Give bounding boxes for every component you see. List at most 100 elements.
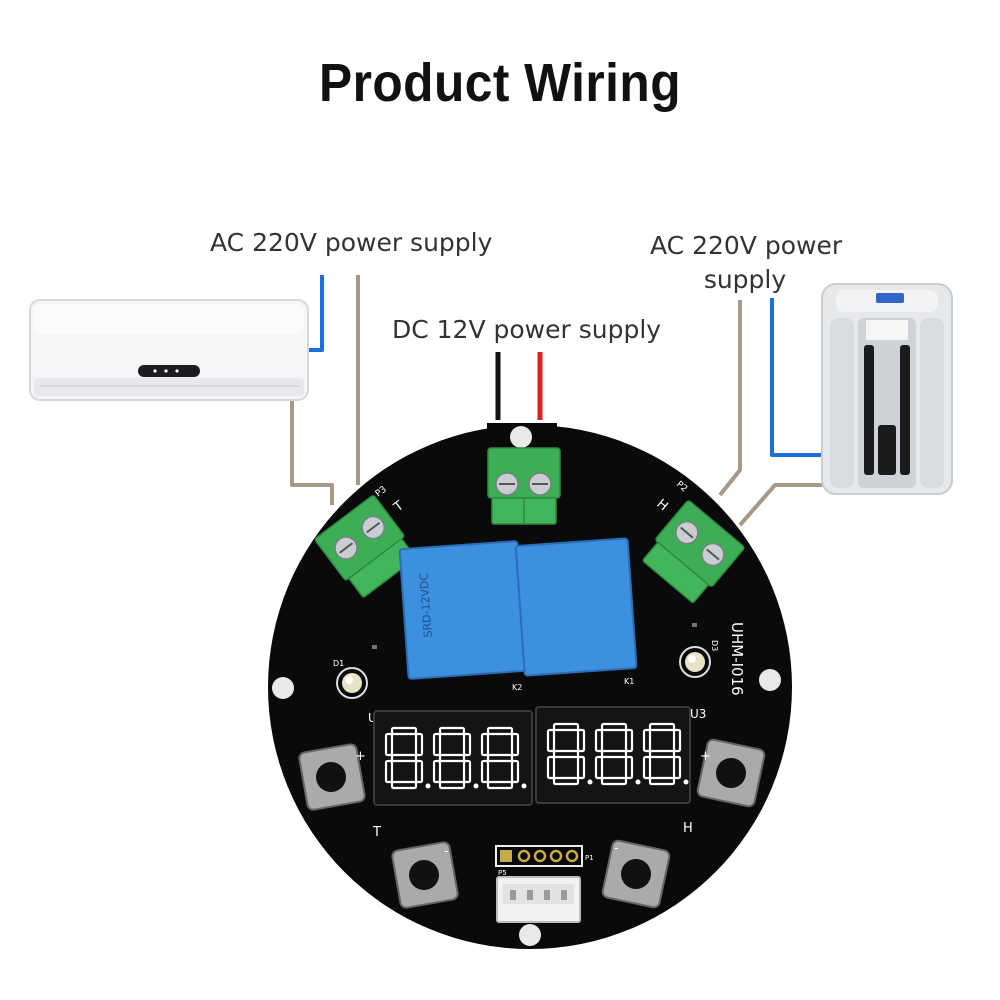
- mount-hole-bottom: [519, 924, 541, 946]
- silk-k2: K2: [512, 683, 522, 692]
- segment-left-1-a: [438, 726, 466, 736]
- segment-left-1-b: [462, 732, 472, 757]
- silk-plus-left: +: [355, 749, 366, 764]
- segment-right-0-f: [546, 728, 556, 753]
- silk-k1: K1: [624, 677, 634, 686]
- silk-p1: P1: [585, 854, 594, 862]
- smd-part-2: [692, 623, 697, 627]
- button-plus-right[interactable]: [696, 738, 766, 808]
- led-d3: [679, 646, 711, 678]
- segment-left-1-c: [462, 759, 472, 784]
- segment-right-1-f: [594, 728, 604, 753]
- segment-left-1-dp: [473, 783, 479, 789]
- display-left: [373, 710, 533, 806]
- segment-right-1-a: [600, 722, 628, 732]
- segment-left-0-d: [390, 780, 418, 790]
- segment-left-1-e: [432, 759, 442, 784]
- silk-u3: U3: [690, 707, 706, 721]
- smd-part-1: [372, 645, 377, 649]
- button-minus-left[interactable]: [391, 841, 459, 909]
- terminal-dc: [487, 447, 561, 525]
- led-d1: [336, 667, 368, 699]
- silk-h: H: [683, 821, 693, 836]
- wire-right-tan-2: [738, 483, 822, 527]
- relay-k2: SRD-12VDC: [398, 540, 528, 680]
- segment-left-2-f: [480, 732, 490, 757]
- segment-right-0-b: [576, 728, 586, 753]
- label-right-line2: supply: [703, 265, 787, 294]
- button-minus-right[interactable]: [601, 839, 671, 909]
- silk-d1: D1: [333, 659, 344, 668]
- wires: [290, 275, 822, 527]
- segment-left-1-d: [438, 780, 466, 790]
- segment-left-2-b: [510, 732, 520, 757]
- air-conditioner-image: [29, 299, 309, 401]
- segment-right-1-e: [594, 755, 604, 780]
- mount-hole-left: [272, 677, 294, 699]
- segment-left-2-e: [480, 759, 490, 784]
- pin-header-p1: [495, 845, 583, 867]
- segment-right-0-d: [552, 776, 580, 786]
- segment-left-1-g: [438, 753, 466, 763]
- segment-right-1-d: [600, 776, 628, 786]
- segment-left-0-f: [384, 732, 394, 757]
- segment-right-2-e: [642, 755, 652, 780]
- wire-right-tan-1: [718, 300, 742, 497]
- relay-k2-model: SRD-12VDC: [417, 572, 435, 638]
- segment-right-2-dp: [683, 779, 689, 785]
- segment-right-2-b: [672, 728, 682, 753]
- mount-hole-top: [510, 426, 532, 448]
- silk-p5: P5: [498, 869, 507, 877]
- wire-right-blue: [770, 298, 822, 457]
- terminal-left: [314, 495, 416, 598]
- mount-hole-right: [759, 669, 781, 691]
- segment-left-0-e: [384, 759, 394, 784]
- segment-right-2-c: [672, 755, 682, 780]
- terminal-right: [642, 500, 745, 604]
- segment-right-0-dp: [587, 779, 593, 785]
- relay-k1: [514, 537, 638, 677]
- connector-p5: [496, 876, 581, 923]
- label-right-ac-supply: AC 220V power supply: [650, 229, 843, 297]
- segment-left-2-d: [486, 780, 514, 790]
- label-dc-supply: DC 12V power supply: [392, 315, 662, 344]
- wire-left-tan-2: [290, 400, 334, 505]
- segment-left-2-dp: [521, 783, 527, 789]
- segment-left-1-f: [432, 732, 442, 757]
- segment-right-1-dp: [635, 779, 641, 785]
- segment-right-2-f: [642, 728, 652, 753]
- segment-right-2-d: [648, 776, 676, 786]
- segment-left-0-c: [414, 759, 424, 784]
- segment-right-2-a: [648, 722, 676, 732]
- segment-right-1-c: [624, 755, 634, 780]
- segment-left-0-a: [390, 726, 418, 736]
- label-right-line1: AC 220V power: [650, 231, 843, 260]
- display-right: [535, 706, 691, 804]
- segment-left-0-b: [414, 732, 424, 757]
- segment-right-2-g: [648, 749, 676, 759]
- segment-right-0-c: [576, 755, 586, 780]
- segment-left-0-dp: [425, 783, 431, 789]
- segment-left-0-g: [390, 753, 418, 763]
- wire-left-blue: [308, 275, 324, 352]
- segment-right-0-g: [552, 749, 580, 759]
- silk-minus-right: -: [614, 841, 619, 856]
- segment-right-1-g: [600, 749, 628, 759]
- button-plus-left[interactable]: [298, 743, 366, 811]
- silk-model: UHM-I016: [728, 622, 746, 696]
- silk-d3: D3: [710, 640, 719, 651]
- segment-right-0-a: [552, 722, 580, 732]
- segment-right-0-e: [546, 755, 556, 780]
- silk-u1: U: [368, 711, 377, 725]
- segment-left-2-g: [486, 753, 514, 763]
- silk-minus-left: -: [444, 844, 449, 859]
- page-title: Product Wiring: [318, 53, 682, 113]
- dehumidifier-image: [821, 283, 953, 495]
- segment-left-2-a: [486, 726, 514, 736]
- label-left-ac-supply: AC 220V power supply: [210, 228, 493, 257]
- display-digits: [384, 722, 689, 790]
- silk-t: T: [372, 825, 381, 840]
- silk-plus-right: +: [700, 749, 711, 764]
- segment-left-2-c: [510, 759, 520, 784]
